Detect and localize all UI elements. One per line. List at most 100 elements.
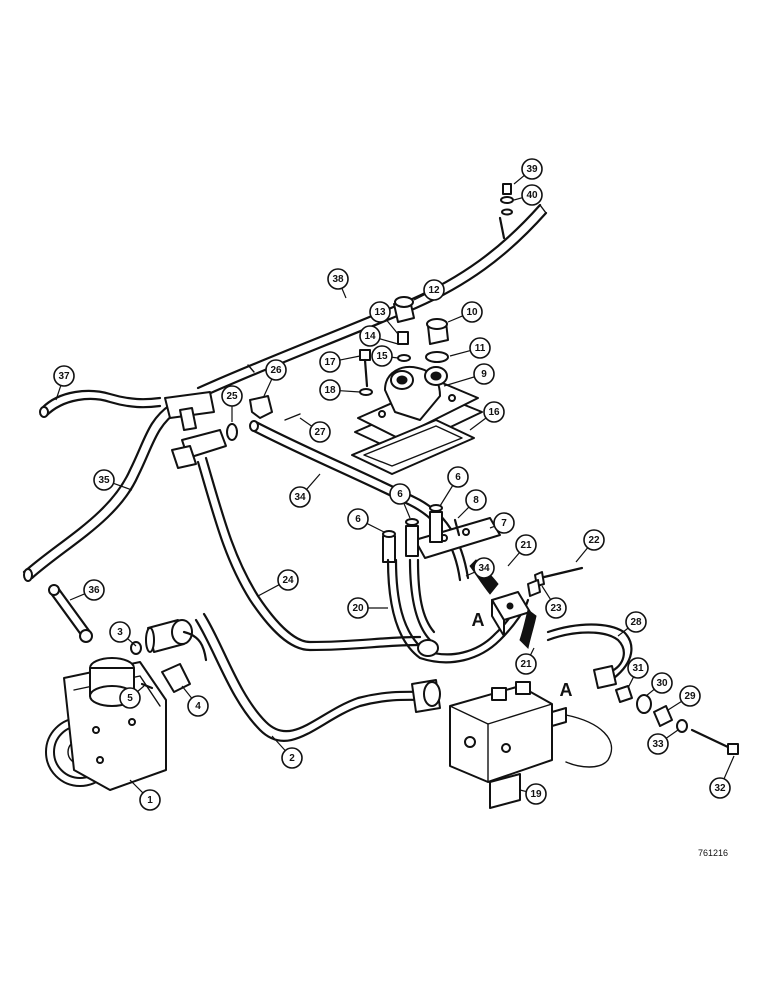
callout-circle	[525, 783, 547, 805]
callout-30: 30	[645, 672, 673, 697]
callout-leader	[519, 789, 527, 793]
callout-2: 2	[271, 735, 303, 769]
callout-circle	[281, 747, 303, 769]
callout-leader	[391, 356, 399, 359]
tube-35	[22, 403, 180, 582]
callout-7: 7	[489, 512, 515, 534]
link-36	[48, 584, 93, 643]
callout-number: 7	[501, 518, 507, 529]
callout-16: 16	[469, 401, 505, 431]
bolt-32	[690, 728, 739, 755]
callout-37: 37	[53, 365, 75, 401]
callout-23: 23	[541, 585, 567, 619]
callout-number: 26	[270, 365, 282, 376]
bracket-7	[414, 517, 501, 559]
callout-circle	[309, 421, 331, 443]
callout-circle	[461, 301, 483, 323]
callout-leader	[271, 735, 286, 752]
callout-leader	[341, 287, 347, 299]
fitting-13	[397, 331, 409, 345]
callout-number: 28	[630, 617, 642, 628]
callout-5: 5	[119, 685, 145, 709]
callout-circle	[583, 529, 605, 551]
fitting-6-right	[429, 504, 443, 543]
callout-number: 32	[714, 783, 726, 794]
bracket-4	[140, 663, 191, 693]
callout-6b: 6	[389, 483, 411, 519]
callout-leader	[507, 552, 520, 567]
tube-24	[171, 423, 422, 652]
callout-15: 15	[371, 345, 399, 367]
callout-leader	[339, 390, 361, 393]
callout-circle	[521, 184, 543, 206]
callout-28: 28	[617, 611, 647, 637]
tube-38	[196, 203, 548, 398]
callout-number: 13	[374, 307, 386, 318]
callout-12: 12	[413, 279, 445, 301]
callout-leader	[457, 506, 470, 519]
callout-leader	[306, 473, 321, 490]
hose-28	[546, 623, 633, 689]
tee-fitting	[164, 391, 215, 431]
callout-leader	[667, 700, 682, 711]
gasket-16	[351, 419, 475, 475]
callout-number: 10	[466, 307, 478, 318]
callout-25: 25	[221, 385, 243, 422]
callout-31: 31	[627, 657, 649, 689]
callout-leader	[129, 779, 144, 794]
callout-circle	[545, 597, 567, 619]
callout-leader	[113, 482, 133, 491]
callout-number: 6	[455, 472, 461, 483]
callout-10: 10	[447, 301, 483, 323]
callout-leader	[529, 647, 535, 656]
callout-circle	[651, 672, 673, 694]
callout-29: 29	[667, 685, 701, 711]
callout-18: 18	[319, 379, 361, 401]
callout-number: 23	[550, 603, 562, 614]
callout-9: 9	[443, 363, 495, 387]
callout-circle	[221, 385, 243, 407]
callout-circle	[465, 489, 487, 511]
callout-circle	[347, 597, 369, 619]
callout-number: 1	[147, 795, 153, 806]
callout-number: 6	[397, 489, 403, 500]
callout-leader	[55, 385, 62, 401]
callout-layer: 1234566678910111213141516171819202121222…	[53, 158, 735, 811]
nut-31	[615, 685, 633, 703]
callout-circle	[277, 569, 299, 591]
washer-30	[636, 694, 652, 714]
callout-34a: 34	[289, 473, 321, 508]
washer-18	[359, 388, 373, 396]
callout-33: 33	[647, 729, 679, 755]
filter-head-9	[354, 366, 483, 453]
callout-21b: 21	[515, 647, 537, 675]
view-letter-a-lower: A	[560, 680, 573, 700]
callout-number: 14	[364, 331, 376, 342]
callout-38: 38	[327, 268, 349, 299]
callout-number: 16	[488, 407, 500, 418]
fitting-6-mid	[405, 518, 419, 557]
callout-circle	[93, 469, 115, 491]
callout-leader	[299, 417, 313, 427]
callout-11: 11	[449, 337, 491, 359]
callout-number: 4	[195, 701, 201, 712]
callout-14: 14	[359, 325, 399, 347]
callout-number: 40	[526, 190, 538, 201]
view-letter-a-upper: A	[472, 610, 485, 630]
callout-leader	[403, 503, 411, 519]
callout-circle	[319, 379, 341, 401]
callout-circle	[371, 345, 393, 367]
callout-19: 19	[519, 783, 547, 805]
callout-leader	[723, 755, 735, 780]
callout-number: 31	[632, 663, 644, 674]
valve-block-a	[491, 566, 584, 637]
washer-33	[676, 719, 688, 733]
callout-number: 25	[226, 391, 238, 402]
callout-circle	[469, 337, 491, 359]
callout-number: 18	[324, 385, 336, 396]
seal-15	[397, 354, 411, 362]
callout-20: 20	[347, 597, 388, 619]
callout-leader	[541, 585, 552, 600]
callout-number: 35	[98, 475, 110, 486]
callout-leader	[379, 338, 399, 345]
